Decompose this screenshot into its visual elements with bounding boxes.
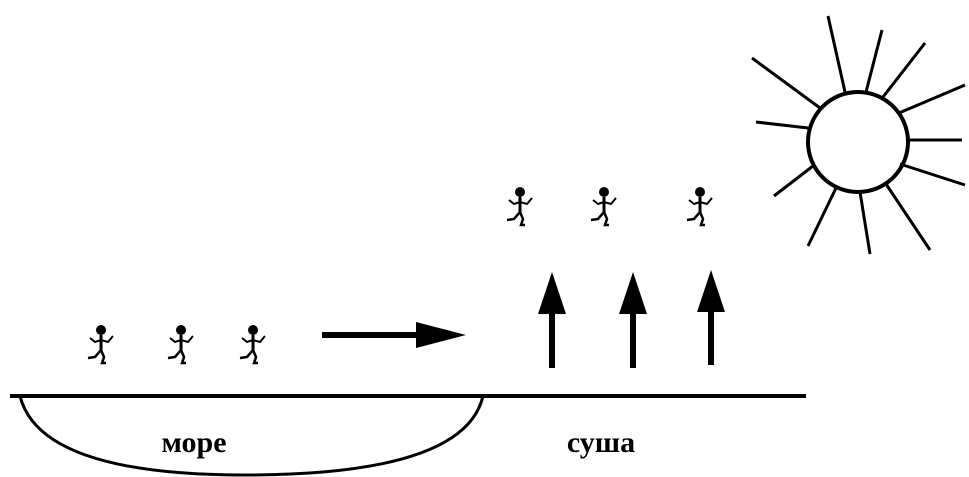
arrow-right-icon xyxy=(322,322,466,348)
running-person-icon xyxy=(505,185,534,227)
arrow-up-icon xyxy=(619,272,647,368)
arrow-up-icon xyxy=(538,272,566,368)
running-person-icon xyxy=(166,323,195,365)
sea-label: море xyxy=(161,426,226,459)
land-label: суша xyxy=(567,426,635,459)
running-person-icon xyxy=(238,323,267,365)
sun-icon xyxy=(751,15,966,255)
running-person-icon xyxy=(685,185,714,227)
running-person-icon xyxy=(589,185,618,227)
running-person-icon xyxy=(86,323,115,365)
arrow-up-icon xyxy=(697,270,725,365)
sea-basin xyxy=(18,395,485,477)
